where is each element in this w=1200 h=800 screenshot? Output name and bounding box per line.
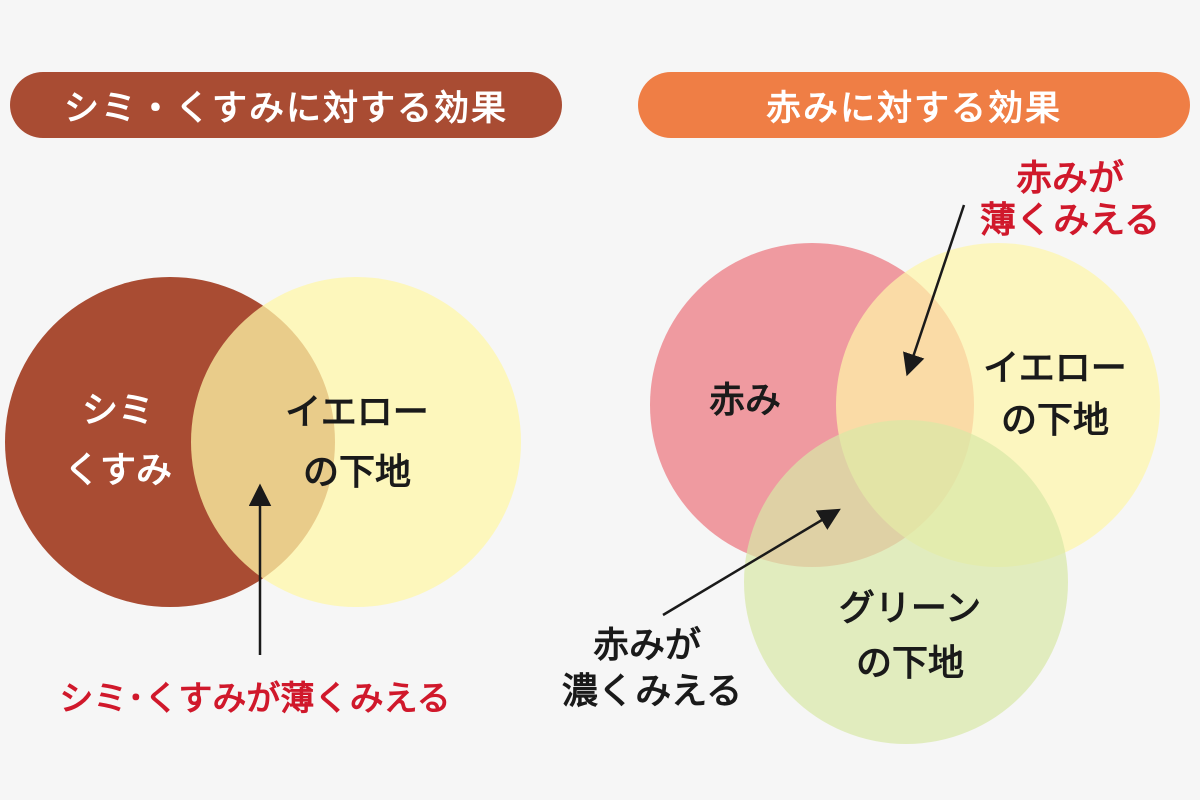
green-label-line2: の下地 xyxy=(856,643,964,684)
right-result-darker-line1: 赤みが xyxy=(593,625,701,666)
right-result-darker-line2: 濃くみえる xyxy=(562,671,742,712)
red-label: 赤み xyxy=(709,380,781,421)
right-arrow-darker xyxy=(662,508,841,617)
yellow-right-label-line1: イエロー xyxy=(983,348,1127,389)
green-label-line1: グリーン xyxy=(839,588,981,629)
yellow-right-label-line2: の下地 xyxy=(1001,400,1109,441)
right-result-lighter-line2: 薄くみえる xyxy=(980,200,1160,241)
right-header: 赤みに対する効果 xyxy=(638,72,1190,138)
left-header: シミ・くすみに対する効果 xyxy=(10,72,562,138)
yellow-left-label-line1: イエロー xyxy=(285,392,429,433)
green-circle xyxy=(744,420,1068,744)
yellow-left-label-line2: の下地 xyxy=(303,452,411,493)
yellow-circle-left xyxy=(191,277,521,607)
spot-label-line1: シミ xyxy=(82,390,154,431)
right-arrow-lighter xyxy=(903,204,966,377)
spot-label-line2: くすみ xyxy=(64,450,172,491)
right-result-lighter-line1: 赤みが xyxy=(1016,158,1124,199)
left-result-text: シミ･くすみが薄くみえる xyxy=(59,679,450,719)
